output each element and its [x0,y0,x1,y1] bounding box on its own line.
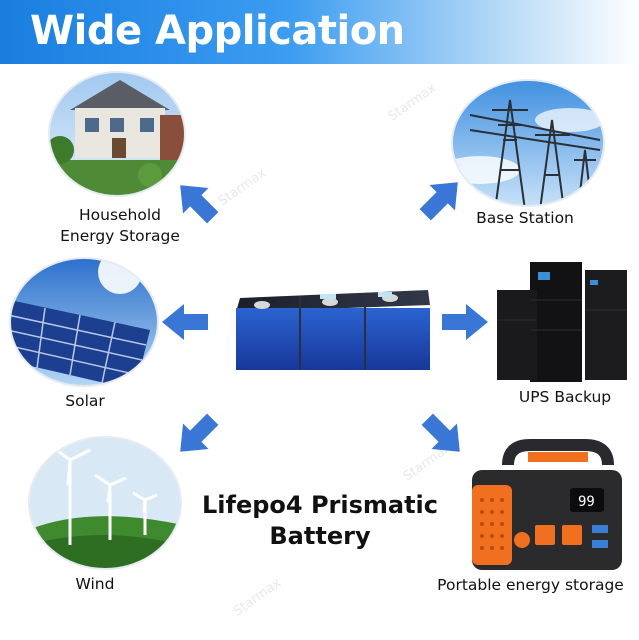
page-title: Wide Application [30,8,405,54]
label-ups: UPS Backup [518,388,612,406]
arrow-up-left-icon [180,185,219,224]
label-wind: Wind [75,575,115,593]
header-banner: Wide Application [0,0,639,64]
arrow-right-icon [442,304,488,340]
center-title: Lifepo4 Prismatic Battery [200,490,440,552]
ups-image [497,262,627,382]
label-base-station: Base Station [476,209,574,227]
center-title-line2: Battery [269,522,371,550]
label-solar: Solar [65,392,105,410]
center-title-line1: Lifepo4 Prismatic [201,491,439,519]
arrow-down-right-icon [421,413,460,452]
arrow-up-right-icon [419,182,458,221]
battery-image [236,290,430,370]
portable-display: 99 [578,494,595,510]
solar-image [10,258,158,386]
portable-image: 99 [472,439,622,570]
household-image [49,72,185,196]
base-station-image [452,80,604,206]
label-household: Household Energy Storage [60,206,180,245]
arrows [162,182,488,452]
arrow-down-left-icon [180,413,219,452]
arrow-left-icon [162,304,208,340]
label-portable: Portable energy storage [437,576,624,594]
